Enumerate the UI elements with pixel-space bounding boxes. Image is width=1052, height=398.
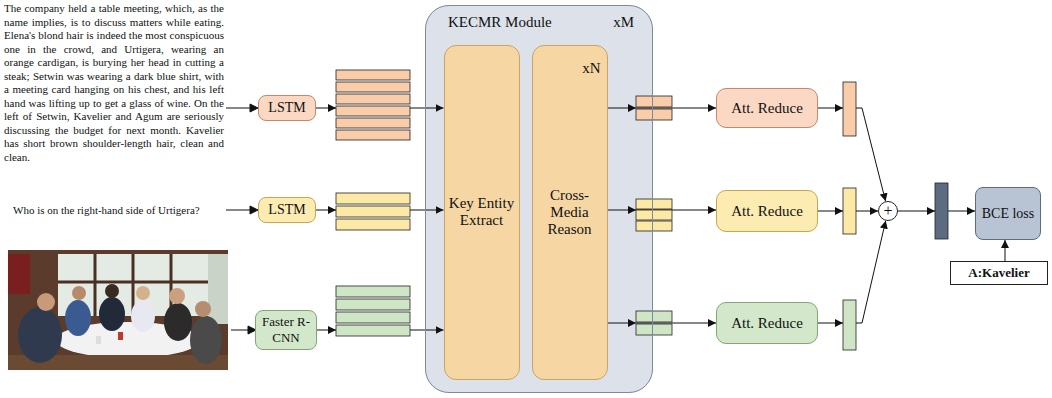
arrow-head xyxy=(328,206,336,214)
feature-bar xyxy=(336,118,410,128)
vector-bar xyxy=(843,300,856,350)
feature-bar xyxy=(336,286,410,297)
vector-bar xyxy=(843,82,856,136)
encoder-box: LSTM xyxy=(258,95,316,121)
photo-wall xyxy=(8,250,228,370)
arrow-head xyxy=(835,319,843,327)
process-box: xN Cross-Media Reason xyxy=(532,45,608,380)
meeting-photo xyxy=(8,250,228,370)
vector-bar xyxy=(843,188,856,234)
arrow-head xyxy=(328,104,336,112)
feature-bar xyxy=(636,311,672,322)
arrow-head xyxy=(835,104,843,112)
question-text: Who is on the right-hand side of Urtiger… xyxy=(13,203,200,217)
node-text: BCE loss xyxy=(982,206,1035,222)
input-arrow xyxy=(226,210,252,211)
answer-box: A:Kavelier xyxy=(950,261,1048,285)
reduce-box: Att. Reduce xyxy=(716,190,818,232)
feature-bars xyxy=(336,70,948,350)
arrow-head xyxy=(628,319,636,327)
input-arrow xyxy=(231,330,250,331)
arrow-head xyxy=(835,207,843,215)
arrow-head xyxy=(250,104,258,112)
arrow-head xyxy=(628,206,636,214)
arrow-head xyxy=(250,206,258,214)
feature-bar xyxy=(336,325,410,336)
photo-window xyxy=(208,254,228,324)
feature-bar xyxy=(336,312,410,323)
feature-bar xyxy=(336,70,410,80)
bar-arrow-heads xyxy=(328,104,935,334)
node-text: xN xyxy=(582,60,600,77)
feature-bar xyxy=(336,206,410,217)
feature-bar xyxy=(336,82,410,92)
feature-bar xyxy=(636,210,672,220)
node-text: LSTM xyxy=(268,100,305,116)
node-text: Cross-Media Reason xyxy=(536,187,604,238)
arrow-head xyxy=(927,207,935,215)
feature-bar xyxy=(336,94,410,104)
feature-bar xyxy=(336,193,410,204)
feature-bar xyxy=(336,299,410,310)
feature-bar xyxy=(336,219,410,230)
node-text: Att. Reduce xyxy=(731,100,803,117)
node-text: xM xyxy=(613,14,634,31)
feature-bar xyxy=(636,96,672,107)
input-arrows xyxy=(226,104,258,334)
node-text: Att. Reduce xyxy=(731,203,803,220)
feature-bar xyxy=(636,109,672,120)
encoder-box: LSTM xyxy=(258,197,316,223)
input-arrow xyxy=(226,108,252,109)
story-text: The company held a table meeting, which,… xyxy=(4,2,224,164)
node-text: Faster R-CNN xyxy=(259,314,313,346)
arrow-head xyxy=(328,326,336,334)
connector-arrow xyxy=(1005,240,1006,261)
node-text: Att. Reduce xyxy=(731,315,803,332)
node-text: Key Entity Extract xyxy=(448,195,516,229)
reduce-box: Att. Reduce xyxy=(716,88,818,128)
feature-bar xyxy=(636,324,672,335)
photo-curtain xyxy=(8,254,30,294)
connector-arrow xyxy=(608,323,717,324)
vector-bar xyxy=(935,183,948,239)
reduce-box: Att. Reduce xyxy=(716,302,818,344)
loss-box: BCE loss xyxy=(975,187,1041,240)
node-text: LSTM xyxy=(268,202,305,218)
process-box: Key Entity Extract xyxy=(444,45,520,380)
feature-bar xyxy=(336,106,410,116)
photo-people xyxy=(18,284,222,364)
encoder-box: Faster R-CNN xyxy=(255,310,317,350)
node-text: A:Kavelier xyxy=(968,265,1029,281)
connector-arrow xyxy=(608,108,717,109)
feature-bar xyxy=(636,199,672,209)
arrow-head xyxy=(628,104,636,112)
feature-bar xyxy=(336,130,410,140)
module-box: KECMR Module xM Key Entity Extract xN Cross-… xyxy=(425,5,653,393)
sum-circle: + xyxy=(878,201,898,221)
node-text: + xyxy=(883,203,892,219)
feature-bar xyxy=(636,221,672,231)
node-text: KECMR Module xyxy=(448,14,552,31)
